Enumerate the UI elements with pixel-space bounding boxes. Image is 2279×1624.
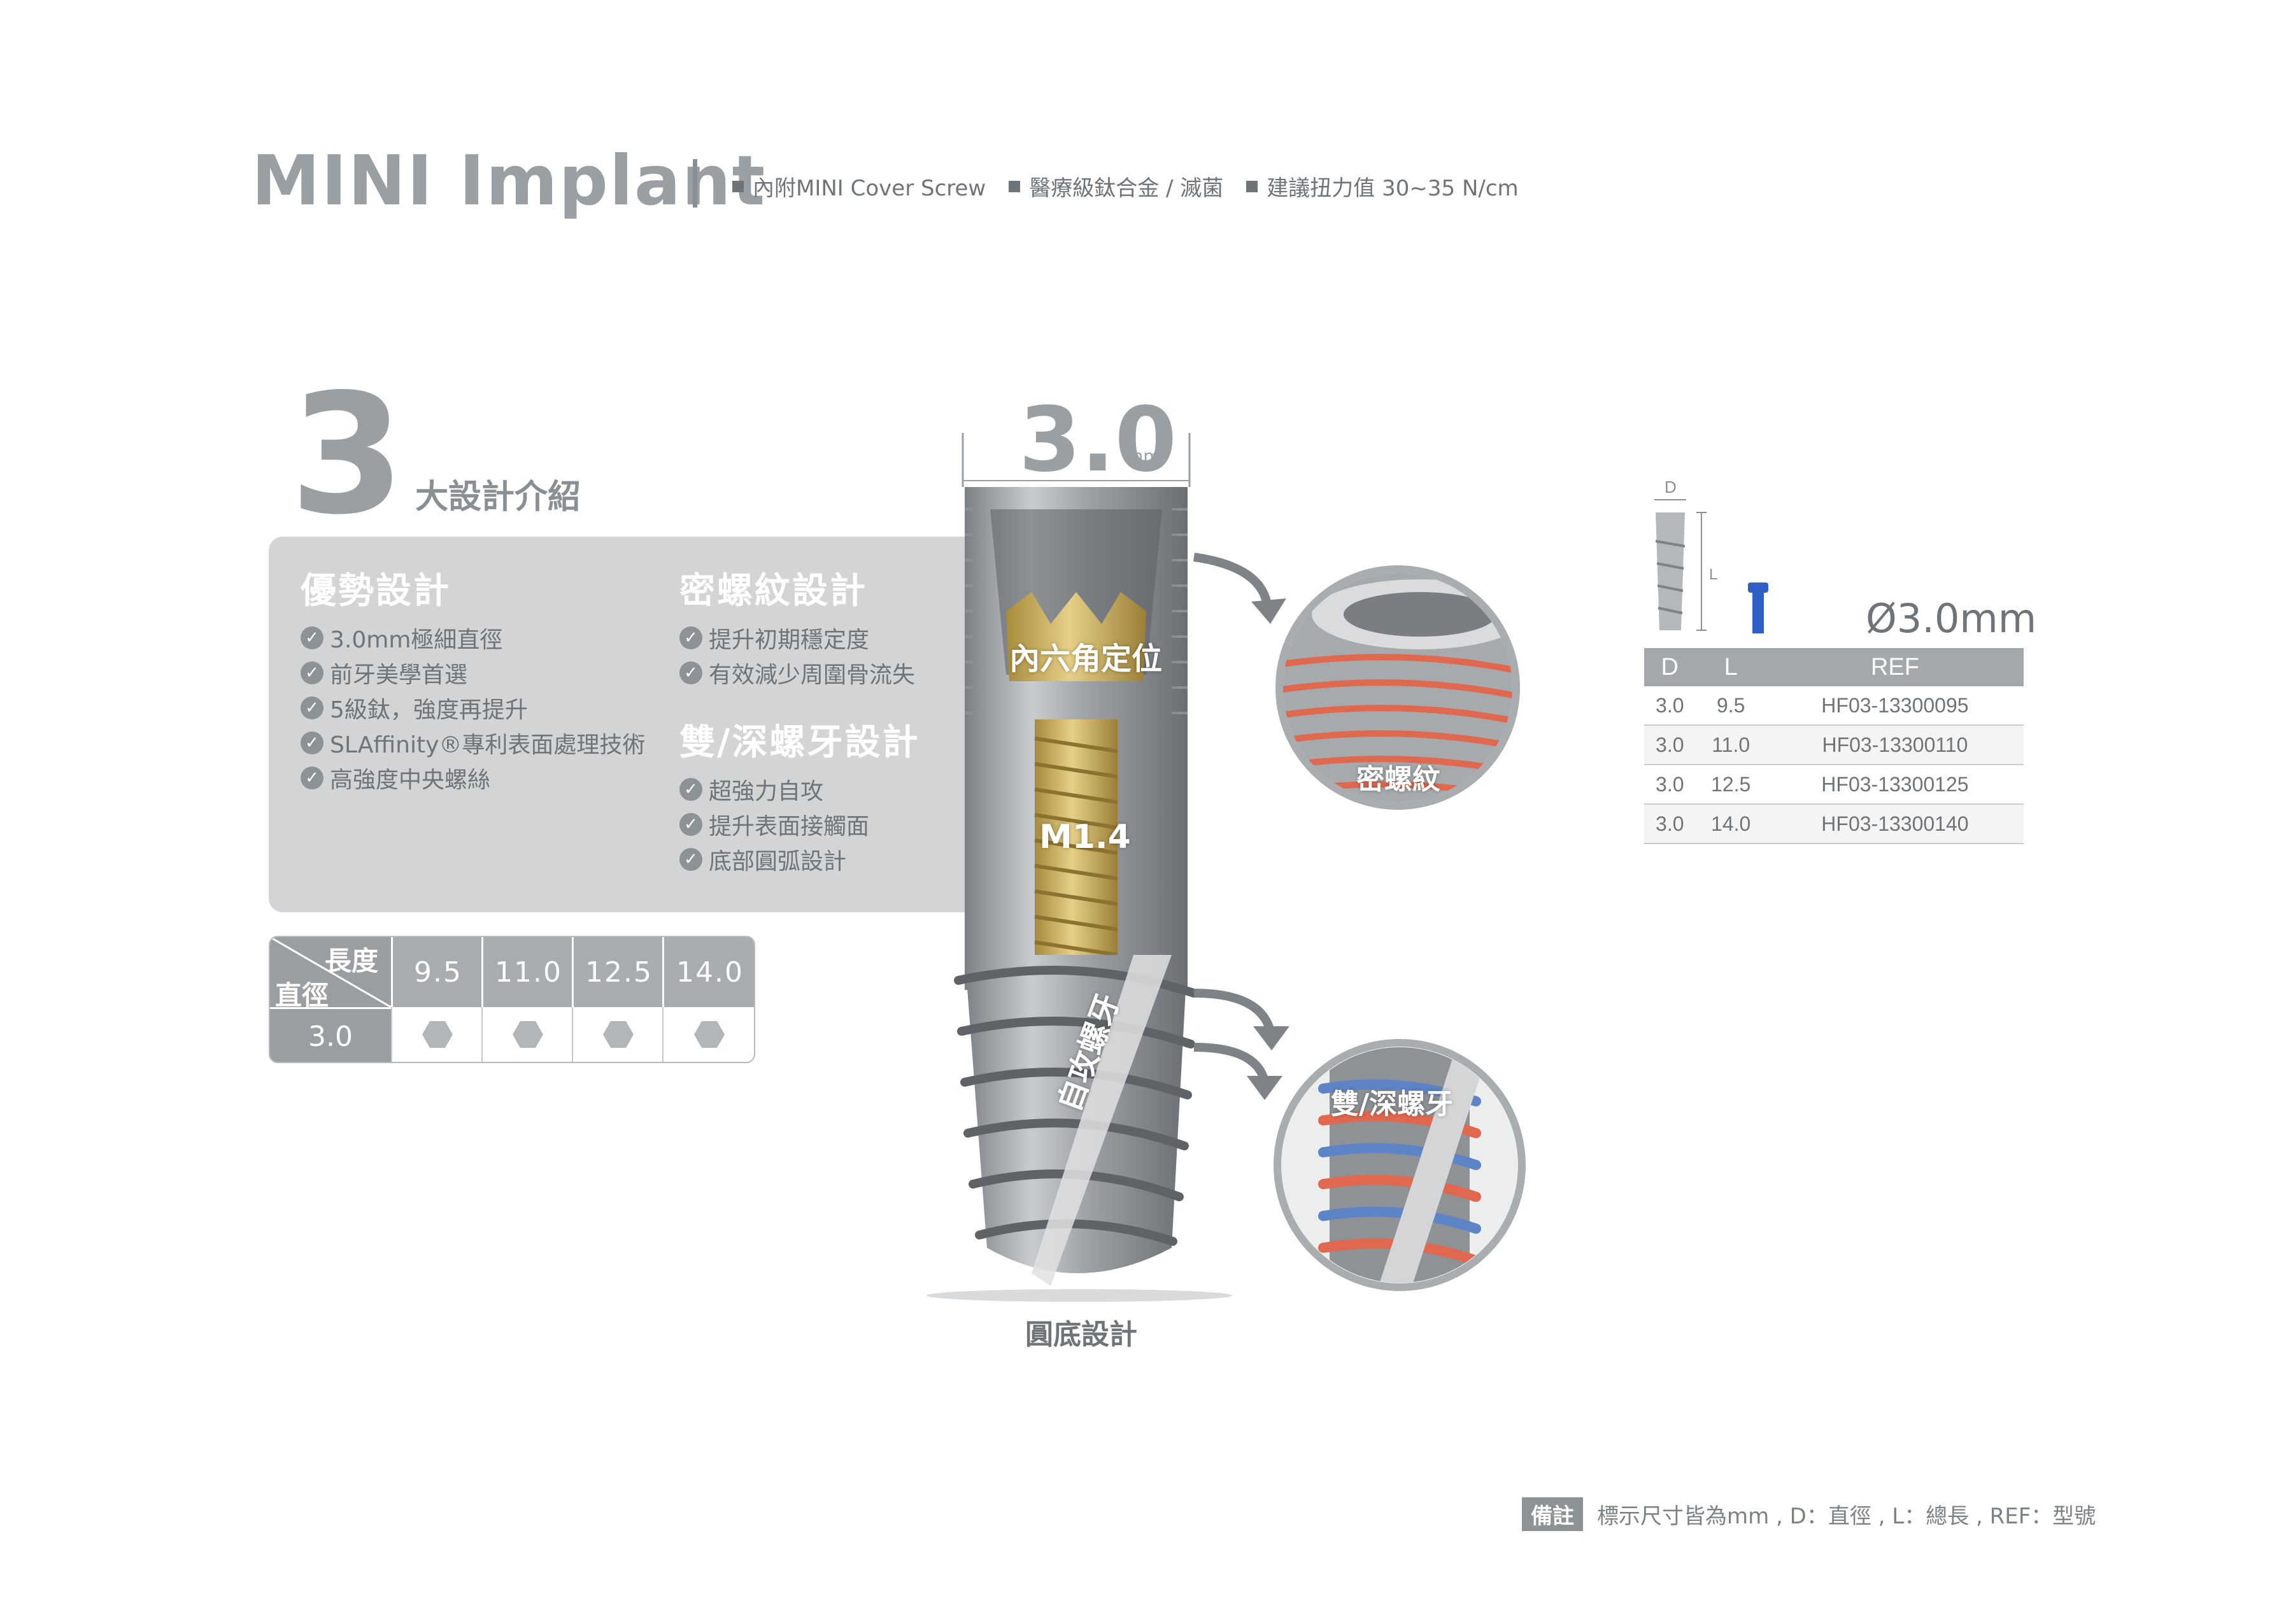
length-header: 14.0 xyxy=(662,937,754,1007)
size-table: 長度 直徑 9.5 11.0 12.5 14.0 3.0 xyxy=(269,936,755,1063)
round-bottom-label: 圓底設計 xyxy=(1025,1318,1137,1351)
implant-thumbnail: D L xyxy=(1654,477,1768,633)
fine-thread-title: 密螺紋設計 xyxy=(679,570,867,612)
title-divider xyxy=(693,159,697,208)
hex-crown xyxy=(1006,592,1146,681)
check-icon: ✓ xyxy=(301,731,323,754)
note-badge: 備註 xyxy=(1522,1497,1583,1531)
list-item: ✓5級鈦，強度再提升 xyxy=(301,690,645,725)
check-icon: ✓ xyxy=(679,626,702,649)
list-item: ✓高強度中央螺絲 xyxy=(301,760,645,795)
intro-subtitle: 大設計介紹 xyxy=(415,478,581,516)
diameter-row-header: 3.0 xyxy=(270,1007,391,1062)
feature-item: 醫療級鈦合金 / 滅菌 xyxy=(1009,171,1223,202)
intro-number: 3 xyxy=(290,359,405,551)
curved-arrow-icon xyxy=(1193,553,1272,606)
screw-label: M1.4 xyxy=(1039,818,1131,856)
length-header: 9.5 xyxy=(391,937,483,1007)
hexagon-icon xyxy=(513,1021,543,1048)
availability-cell xyxy=(481,1007,573,1062)
curved-arrow-icon xyxy=(1193,1043,1268,1081)
double-thread-title: 雙/深螺牙設計 xyxy=(679,722,920,763)
fine-thread-detail xyxy=(1275,565,1520,810)
header-features: 內附MINI Cover Screw 醫療級鈦合金 / 滅菌 建議扭力值 30~… xyxy=(732,171,1519,202)
length-header: 12.5 xyxy=(572,937,664,1007)
footnote: 備註 標示尺寸皆為mm , D：直徑 , L：總長 , REF：型號 xyxy=(1522,1497,2096,1531)
curved-arrow-icon xyxy=(1193,989,1275,1033)
advantage-title: 優勢設計 xyxy=(301,570,451,612)
double-thread-label: 雙/深螺牙 xyxy=(1331,1088,1454,1120)
check-icon: ✓ xyxy=(301,626,323,649)
square-bullet-icon xyxy=(732,180,744,192)
list-item: ✓超強力自攻 xyxy=(679,772,919,807)
list-item: ✓SLAffinity®專利表面處理技術 xyxy=(301,725,645,760)
hexagon-icon xyxy=(694,1021,725,1048)
diameter-dimension: 3.0 xyxy=(1019,388,1177,492)
column-header: L xyxy=(1695,648,1766,686)
implant-illustration xyxy=(927,433,1289,1302)
diameter-label: 直徑 xyxy=(275,980,329,1011)
availability-cell xyxy=(391,1007,483,1062)
availability-cell xyxy=(572,1007,664,1062)
list-item: ✓有效減少周圍骨流失 xyxy=(679,655,915,690)
check-icon: ✓ xyxy=(679,847,702,871)
length-header: 11.0 xyxy=(481,937,574,1007)
list-item: ✓提升初期穩定度 xyxy=(679,620,915,655)
check-icon: ✓ xyxy=(301,661,323,684)
page-title: MINI Implant xyxy=(252,141,767,221)
check-icon: ✓ xyxy=(679,661,702,684)
list-item: ✓提升表面接觸面 xyxy=(679,807,919,842)
double-thread-detail xyxy=(1274,1039,1526,1291)
check-icon: ✓ xyxy=(679,777,702,801)
length-label: 長度 xyxy=(325,945,379,977)
check-icon: ✓ xyxy=(301,766,323,789)
fine-thread-label: 密螺紋 xyxy=(1356,763,1440,796)
abutment-screw xyxy=(1035,719,1118,987)
check-icon: ✓ xyxy=(301,696,323,719)
column-header: REF xyxy=(1766,648,2024,686)
hex-label: 內六角定位 xyxy=(1009,641,1163,677)
feature-item: 內附MINI Cover Screw xyxy=(732,171,986,202)
note-text: 標示尺寸皆為mm , D：直徑 , L：總長 , REF：型號 xyxy=(1597,1504,2096,1529)
availability-cell xyxy=(662,1007,754,1062)
thumb-d-label: D xyxy=(1665,477,1677,497)
square-bullet-icon xyxy=(1009,180,1021,192)
list-item: ✓前牙美學首選 xyxy=(301,655,645,690)
fine-thread-column: 密螺紋設計 ✓提升初期穩定度 ✓有效減少周圍骨流失 xyxy=(679,562,915,690)
dimension-unit: mm xyxy=(1126,446,1161,467)
double-thread-column: 雙/深螺牙設計 ✓超強力自攻 ✓提升表面接觸面 ✓底部圓弧設計 xyxy=(679,714,919,877)
advantage-column: 優勢設計 ✓3.0mm極細直徑 ✓前牙美學首選 ✓5級鈦，強度再提升 ✓SLAf… xyxy=(301,562,645,795)
design-panel: 優勢設計 ✓3.0mm極細直徑 ✓前牙美學首選 ✓5級鈦，強度再提升 ✓SLAf… xyxy=(269,537,988,912)
self-tap-groove xyxy=(1032,955,1172,1286)
check-icon: ✓ xyxy=(679,812,702,836)
corner-diagonal xyxy=(270,937,391,1007)
square-bullet-icon xyxy=(1246,180,1258,192)
list-item: ✓3.0mm極細直徑 xyxy=(301,620,645,655)
feature-item: 建議扭力值 30~35 N/cm xyxy=(1246,171,1519,202)
thumb-l-label: L xyxy=(1709,566,1717,583)
column-header: D xyxy=(1644,648,1696,686)
ref-diameter-title: Ø3.0mm xyxy=(1866,595,2037,642)
hexagon-icon xyxy=(422,1021,453,1048)
hexagon-icon xyxy=(603,1021,634,1048)
list-item: ✓底部圓弧設計 xyxy=(679,842,919,877)
